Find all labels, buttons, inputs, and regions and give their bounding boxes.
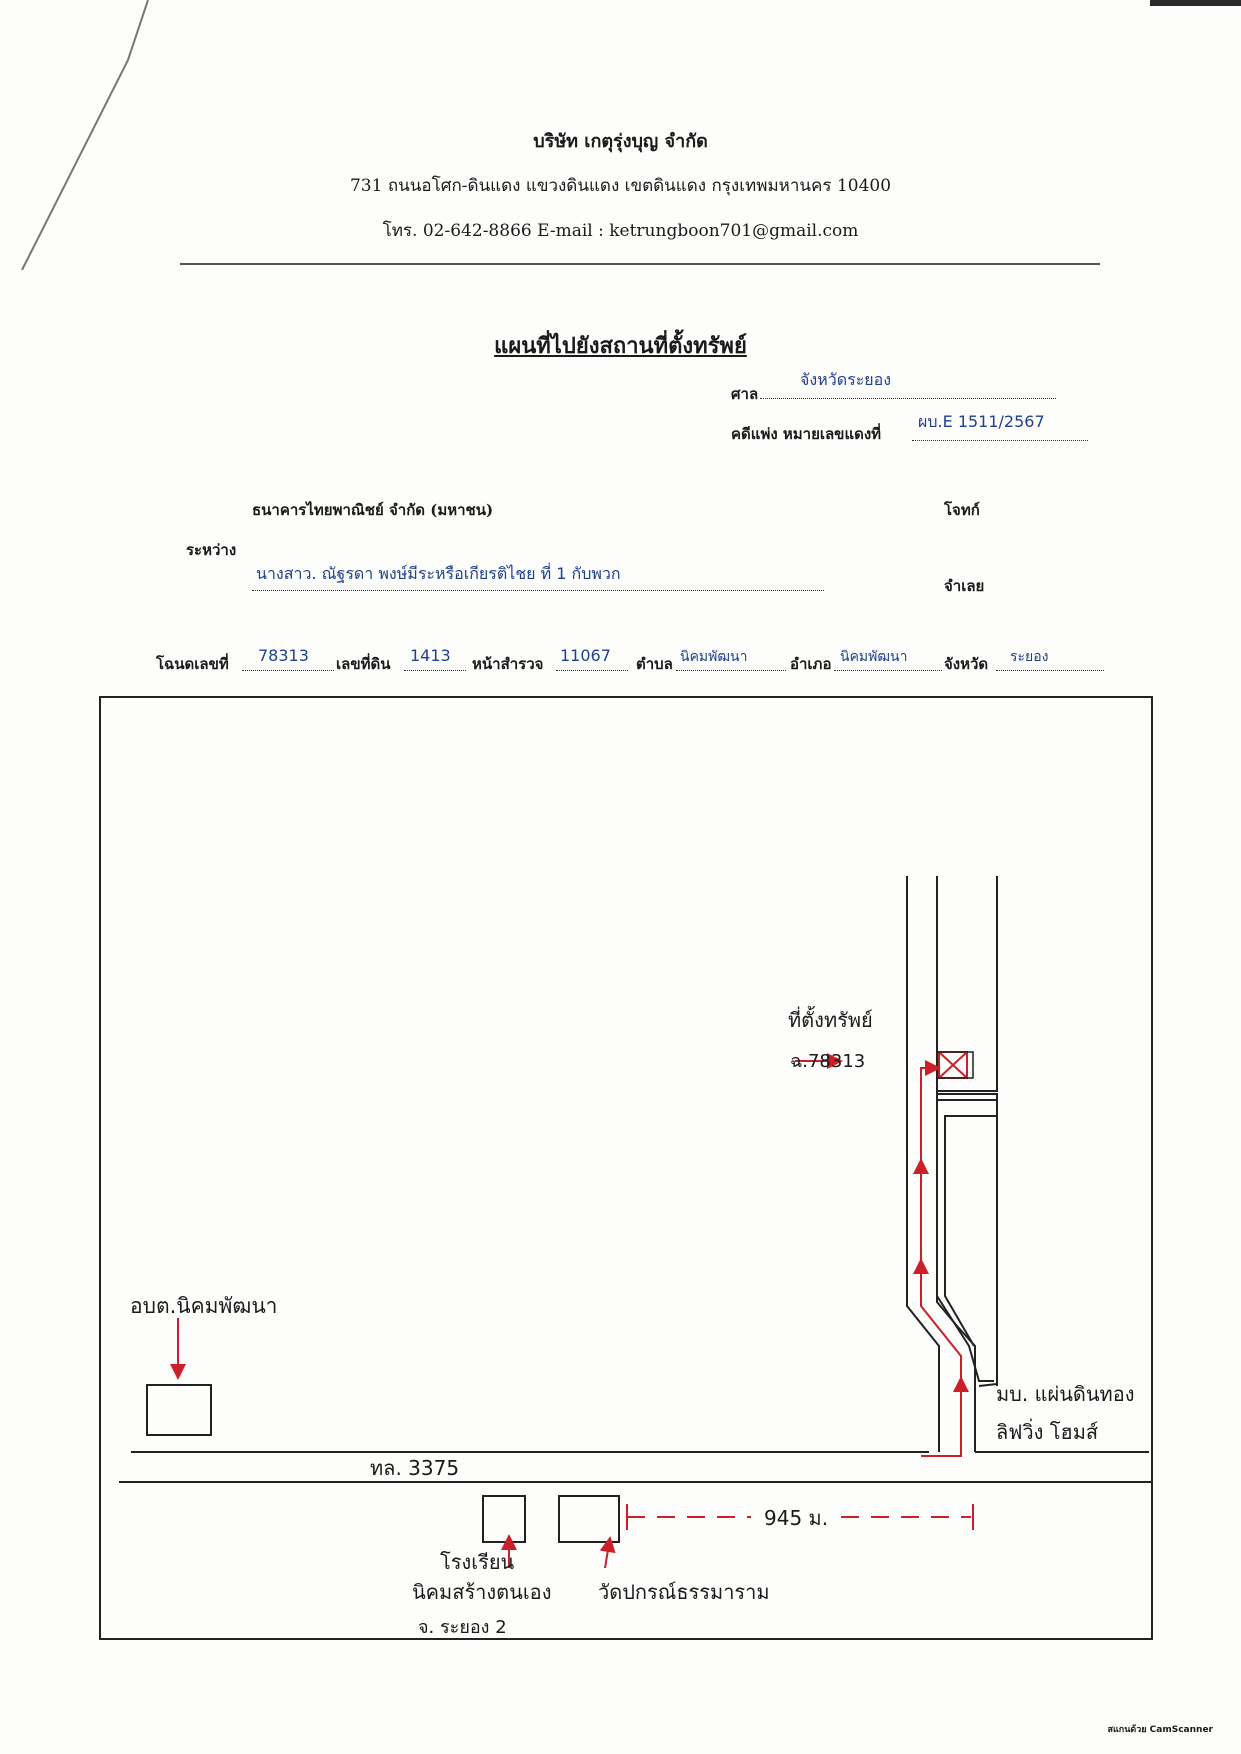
province-label: จังหวัด bbox=[944, 655, 989, 673]
property-location-label: ที่ตั้งทรัพย์ bbox=[788, 1008, 873, 1032]
deed-value: 78313 bbox=[258, 646, 309, 665]
temple-pointer-arrow bbox=[599, 1536, 616, 1569]
defendant-dotted-line bbox=[252, 590, 824, 591]
property-marker bbox=[937, 1051, 974, 1079]
land-number-value: 1413 bbox=[410, 646, 451, 665]
survey-label: หน้าสำรวจ bbox=[472, 655, 544, 673]
land-number-label: เลขที่ดิน bbox=[336, 655, 391, 673]
company-contact: โทร. 02-642-8866 E-mail : ketrungboon701… bbox=[382, 221, 859, 241]
document-title-text: แผนที่ไปยังสถานที่ตั้งทรัพย์ bbox=[494, 333, 747, 359]
plaintiff-name: ธนาคารไทยพาณิชย์ จำกัด (มหาชน) bbox=[252, 501, 494, 519]
highway-label: ทล. 3375 bbox=[370, 1456, 460, 1480]
deed-dotted-line bbox=[242, 670, 334, 671]
distance-indicator bbox=[626, 1504, 974, 1530]
between-label: ระหว่าง bbox=[186, 541, 237, 559]
district-value: นิคมพัฒนา bbox=[840, 649, 908, 665]
school-building bbox=[482, 1495, 526, 1543]
village-name-line1: มบ. แผ่นดินทอง bbox=[996, 1382, 1135, 1406]
village-name-line2: ลิฟวิ่ง โฮมส์ bbox=[996, 1420, 1099, 1444]
defendant-name: นางสาว. ณัฐรดา พงษ์มีระหรือเกียรติไชย ที… bbox=[256, 564, 621, 583]
district-label: อำเภอ bbox=[790, 655, 832, 673]
temple-name: วัดปกรณ์ธรรมาราม bbox=[598, 1580, 770, 1604]
court-label: ศาล bbox=[731, 385, 759, 403]
paper-crease-mark bbox=[21, 0, 149, 270]
district-dotted-line bbox=[834, 670, 942, 671]
court-value: จังหวัดระยอง bbox=[800, 370, 892, 389]
sao-building bbox=[146, 1384, 212, 1436]
map-frame bbox=[99, 696, 1153, 1640]
defendant-role: จำเลย bbox=[944, 577, 985, 595]
court-dotted-line bbox=[760, 398, 1056, 399]
land-number-dotted-line bbox=[404, 670, 466, 671]
province-value: ระยอง bbox=[1010, 649, 1049, 665]
scanner-footer: สแกนด้วย CamScanner bbox=[1107, 1725, 1213, 1735]
school-name-line1: โรงเรียน bbox=[440, 1550, 515, 1574]
school-name-line2: นิคมสร้างตนเอง bbox=[412, 1580, 552, 1604]
subdistrict-label: ตำบล bbox=[636, 655, 673, 673]
subdistrict-dotted-line bbox=[676, 670, 786, 671]
side-road bbox=[906, 876, 998, 1452]
plaintiff-role: โจทก์ bbox=[944, 501, 980, 519]
property-deed-ref: ฉ.78313 bbox=[790, 1051, 866, 1072]
case-number-dotted-line bbox=[912, 440, 1088, 441]
subdistrict-value: นิคมพัฒนา bbox=[680, 649, 748, 665]
school-name-line3: จ. ระยอง 2 bbox=[418, 1617, 507, 1638]
route-path bbox=[913, 1060, 969, 1457]
location-map bbox=[99, 696, 1153, 1640]
case-number-label: คดีแพ่ง หมายเลขแดงที่ bbox=[731, 425, 882, 443]
document-title: แผนที่ไปยังสถานที่ตั้งทรัพย์ bbox=[0, 328, 1241, 363]
province-dotted-line bbox=[996, 670, 1104, 671]
scan-edge-bar bbox=[1150, 0, 1241, 6]
survey-value: 11067 bbox=[560, 646, 611, 665]
header-divider bbox=[180, 263, 1100, 265]
highway-3375 bbox=[119, 1451, 1151, 1483]
survey-dotted-line bbox=[556, 670, 628, 671]
company-name: บริษัท เกตุรุ่งบุญ จำกัด bbox=[533, 131, 708, 152]
temple-building bbox=[558, 1495, 620, 1543]
deed-label: โฉนดเลขที่ bbox=[156, 655, 229, 673]
sao-label: อบต.นิคมพัฒนา bbox=[130, 1294, 278, 1318]
distance-label: 945 ม. bbox=[764, 1506, 829, 1530]
case-number-value: ผบ.E 1511/2567 bbox=[918, 412, 1045, 431]
company-address: 731 ถนนอโศก-ดินแดง แขวงดินแดง เขตดินแดง … bbox=[349, 176, 892, 196]
